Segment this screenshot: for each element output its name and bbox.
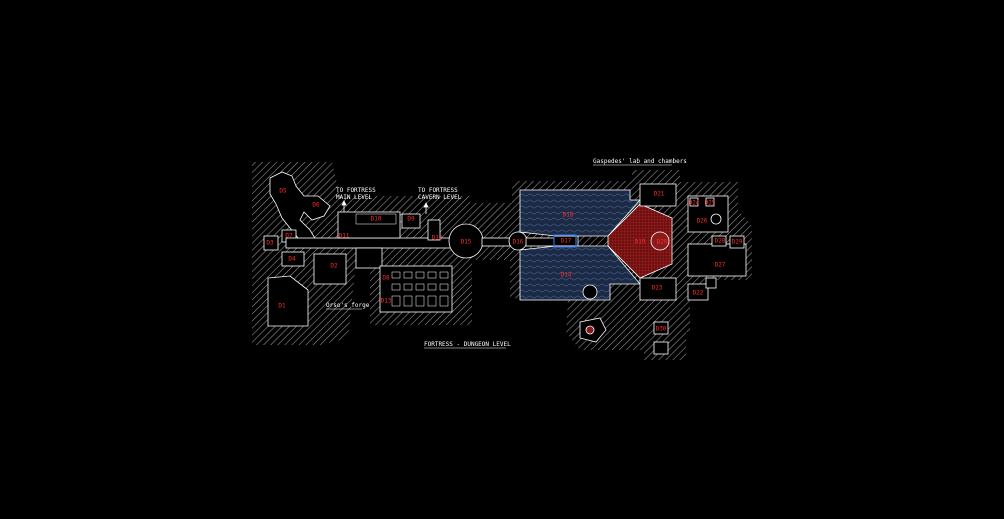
room-label: D20 xyxy=(657,239,668,246)
lab-title: Gaspedes' lab and chambers xyxy=(593,158,687,165)
main-level-label-1: TO FORTRESS xyxy=(336,187,376,194)
room-label: D13 xyxy=(381,298,392,305)
main-level-label-2: MAIN LEVEL xyxy=(336,194,373,201)
room-label: D24 xyxy=(689,200,700,207)
room-label: D29 xyxy=(732,239,743,246)
room-label: D10 xyxy=(371,216,382,223)
lake-chambers xyxy=(519,189,641,301)
room-labels: D5 D6 D3 D7 D4 D1 D2 D11 D10 D9 D12 D8 D… xyxy=(266,188,742,333)
room-label: D25 xyxy=(705,200,716,207)
room-label: D17 xyxy=(561,238,572,245)
forge-pillars xyxy=(355,213,449,307)
room-label: D9 xyxy=(407,216,415,223)
room-label: D7 xyxy=(285,233,293,240)
room-label: D16 xyxy=(513,239,524,246)
forge-label: Orso's forge xyxy=(326,302,370,309)
room-label: D4 xyxy=(288,256,296,263)
room-label: D30 xyxy=(656,326,667,333)
room-label: D15 xyxy=(461,239,472,246)
selection-highlight xyxy=(553,234,577,248)
room-label: D5 xyxy=(279,188,287,195)
room-label: D14 xyxy=(561,272,572,279)
cavern-level-label-2: CAVERN LEVEL xyxy=(418,194,462,201)
room-label: D18 xyxy=(563,212,574,219)
room-label: D22 xyxy=(693,290,704,297)
room-label: D23 xyxy=(652,285,663,292)
room-label: D19 xyxy=(635,239,646,246)
room-label: D26 xyxy=(697,218,708,225)
west-cave xyxy=(263,171,347,327)
room-label: D12 xyxy=(432,235,443,242)
cavern-level-label-1: TO FORTRESS xyxy=(418,187,458,194)
room-label: D27 xyxy=(715,262,726,269)
room-label: D6 xyxy=(312,202,320,209)
gaspedes-lab xyxy=(579,183,747,355)
stair-arrows xyxy=(341,200,429,214)
room-label: D8 xyxy=(382,275,390,282)
annotation-underlines xyxy=(326,164,672,349)
room-label: D1 xyxy=(278,303,286,310)
room-label: D2 xyxy=(330,263,338,270)
room-label: D11 xyxy=(339,233,350,240)
annotations: TO FORTRESS MAIN LEVEL TO FORTRESS CAVER… xyxy=(326,158,687,348)
level-title: FORTRESS - DUNGEON LEVEL xyxy=(424,341,511,348)
room-label: D21 xyxy=(654,191,665,198)
room-label: D3 xyxy=(266,240,274,247)
room-label: D28 xyxy=(715,238,726,245)
